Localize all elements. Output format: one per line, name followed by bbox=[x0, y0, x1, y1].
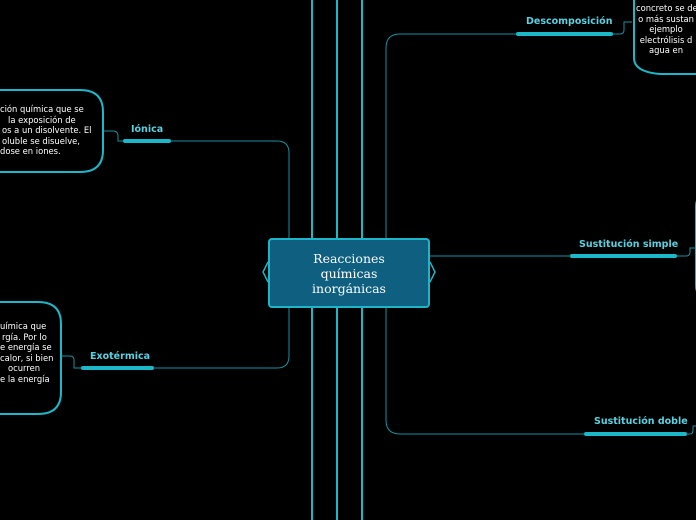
branch-underline-sustitucion-doble bbox=[584, 432, 687, 436]
note-line: agua en bbox=[648, 45, 683, 56]
note-exotermica[interactable]: uímica que rgía. Por lo e energía se cal… bbox=[0, 321, 53, 385]
note-line: uímica que bbox=[0, 321, 47, 331]
connector-note-descomposicion bbox=[612, 21, 632, 35]
branch-underline-sustitucion-simple bbox=[570, 254, 677, 258]
branch-underline-descomposicion bbox=[516, 32, 613, 36]
branch-underline-ionica bbox=[123, 139, 171, 143]
note-shape-ionica bbox=[0, 89, 104, 173]
note-shape-descomposicion bbox=[633, 0, 696, 75]
note-line: e energía se bbox=[0, 342, 52, 353]
note-line: o más sustan bbox=[638, 13, 694, 24]
connector-sustitucion-doble bbox=[385, 308, 584, 435]
connector-note-sustitucion-simple bbox=[676, 247, 696, 257]
note-line: la exposición de bbox=[8, 114, 76, 125]
branch-label-sustitucion-simple[interactable]: Sustitución simple bbox=[579, 239, 679, 250]
note-line: e la energía bbox=[0, 373, 50, 384]
connector-exotermica bbox=[152, 308, 290, 369]
branch-label-descomposicion[interactable]: Descomposición bbox=[526, 16, 613, 27]
branch-label-ionica[interactable]: Iónica bbox=[131, 124, 164, 135]
branch-label-sustitucion-doble[interactable]: Sustitución doble bbox=[594, 416, 688, 427]
note-ionica[interactable]: ción química que se la exposición de os … bbox=[0, 104, 91, 157]
branch-underline-exotermica bbox=[81, 366, 154, 370]
note-line: rgía. Por lo bbox=[2, 331, 47, 342]
center-bracket-right bbox=[429, 261, 436, 283]
connector-note-sustitucion-doble bbox=[686, 425, 696, 435]
note-line: ejemplo bbox=[649, 24, 683, 35]
connector-note-ionica bbox=[103, 130, 123, 142]
note-line: electrólisis d bbox=[639, 34, 693, 45]
branch-label-exotermica[interactable]: Exotérmica bbox=[90, 351, 151, 362]
connector-note-exotermica bbox=[61, 355, 82, 369]
note-line: oluble se disuelve, bbox=[2, 135, 80, 146]
note-descomposicion[interactable]: concreto se de o más sustan ejemplo elec… bbox=[636, 3, 696, 56]
center-bracket-left bbox=[262, 261, 269, 283]
connector-descomposicion bbox=[385, 33, 516, 238]
central-topic[interactable]: Reacciones químicas inorgánicas bbox=[268, 238, 430, 308]
note-line: concreto se de bbox=[636, 3, 696, 13]
connector-ionica bbox=[170, 140, 290, 238]
note-line: ción química que se bbox=[0, 104, 84, 114]
central-topic-label: Reacciones químicas inorgánicas bbox=[312, 250, 386, 296]
note-shape-exotermica bbox=[0, 301, 62, 415]
note-line: ocurren bbox=[8, 363, 41, 374]
note-line: os a un disolvente. El bbox=[2, 125, 92, 136]
note-line: calor, si bien bbox=[0, 352, 54, 363]
note-line: dose en iones. bbox=[0, 146, 61, 157]
